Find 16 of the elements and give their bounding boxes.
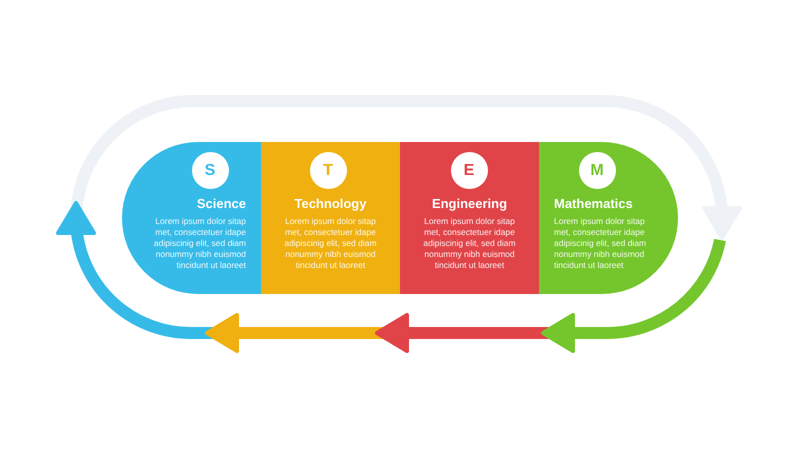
- stage-panel: [122, 142, 261, 294]
- panel-description: Lorem ipsum dolor sitap met, consectetuer idape adipiscinig elit, sed diam nonummy nibh euismod tincidunt ut laoreet: [283, 216, 378, 271]
- stage-panel: [400, 142, 539, 294]
- panel-title: Science: [196, 196, 246, 211]
- panel-description: Lorem ipsum dolor sitap met, consectetuer idape adipiscinig elit, sed diam nonummy nibh euismod tincidunt ut laoreet: [554, 216, 648, 271]
- stage-panel: [539, 142, 678, 294]
- initial-circle: S: [192, 152, 228, 188]
- panel-description: Lorem ipsum dolor sitap met, consectetuer idape adipiscinig elit, sed diam nonummy nibh euismod tincidunt ut laoreet: [422, 216, 517, 271]
- stage-panel: [261, 142, 400, 294]
- panel-title: Mathematics: [554, 196, 634, 211]
- initial-circle: E: [450, 152, 488, 188]
- initial-circle: T: [310, 152, 346, 188]
- panel-title: Engineering: [430, 196, 508, 211]
- panel-title: Technology: [294, 196, 368, 211]
- initial-circle: M: [578, 152, 616, 188]
- panel-description: Lorem ipsum dolor sitap met, consectetuer idape adipiscinig elit, sed diam nonummy nibh euismod tincidunt ut laoreet: [152, 216, 246, 271]
